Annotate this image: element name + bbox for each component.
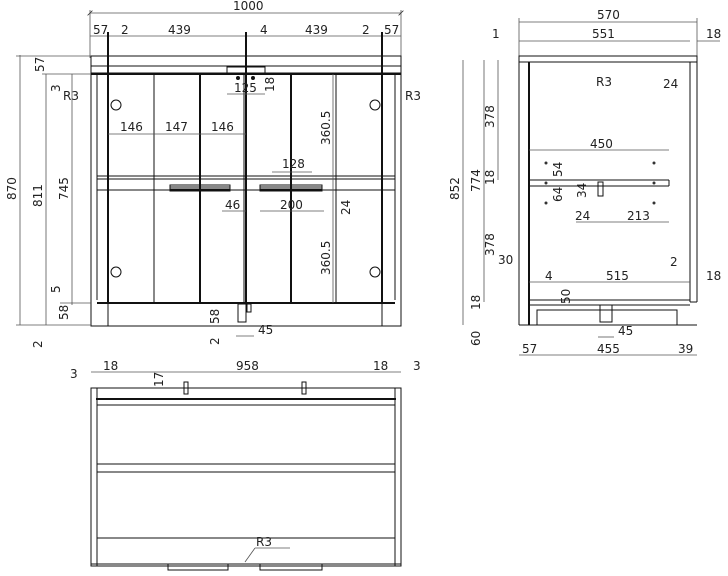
dim-top-right-small: 3 [413,359,421,373]
dim-bottom: 58 [57,305,71,320]
dim-bottom-inner: 515 [606,269,629,283]
dim-pin: 34 [575,183,589,198]
dim-left-edge: 57 [93,23,108,37]
dim-right-door: 439 [305,23,328,37]
dim-overall-height: 870 [5,177,19,200]
dim-side-foot-width: 45 [618,324,633,338]
dim-rail-h: 24 [339,200,353,215]
dim-foot-gap-left: 2 [31,340,45,348]
dim-front-setback: 57 [522,342,537,356]
dim-panel-w1: 146 [120,120,143,134]
top-view: 3 18 958 18 3 17 R3 [70,359,421,571]
dim-right-edge: 57 [384,23,399,37]
dim-side-height: 852 [448,177,462,200]
dim-hinge-h: 18 [263,77,277,92]
dim-side-body: 774 [469,169,483,192]
dim-bottom-small: 5 [49,285,63,293]
dim-top-offset: 17 [152,372,166,387]
dim-bottom-right-edge: 18 [706,269,721,283]
dim-overall-width: 1000 [233,0,264,13]
dim-left-door: 439 [168,23,191,37]
dim-side-base: 18 [469,295,483,310]
dim-side-upper: 378 [483,105,497,128]
dim-side-mid: 18 [483,170,497,185]
dim-pin-to-end: 213 [627,209,650,223]
dim-handle-spacing: 128 [282,157,305,171]
dim-bottom-left-small: 4 [545,269,553,283]
dim-center-gap: 4 [260,23,268,37]
dim-panel-w2: 147 [165,120,188,134]
dim-left-gap: 2 [121,23,129,37]
dim-body-height: 811 [31,184,45,207]
dim-foot-h: 58 [208,309,222,324]
dim-rail-height: 50 [559,289,573,304]
dim-top-inner: 958 [236,359,259,373]
dim-foot-gap: 2 [208,337,222,345]
dim-top-radius: R3 [256,535,272,549]
dim-side-lower: 378 [483,233,497,256]
dim-handle-offset: 46 [225,198,240,212]
dim-right-gap: 2 [362,23,370,37]
dim-plinth-width: 455 [597,342,620,356]
dim-side-inner: 551 [592,27,615,41]
hinge-cup-icon [110,266,122,278]
dim-hinge-plate: 125 [234,81,257,95]
dim-top-left-small: 3 [70,367,78,381]
dim-lower-h: 360.5 [319,241,333,275]
dim-hole-down: 64 [551,187,565,202]
dim-radius-left: R3 [63,89,79,103]
dim-panel-w3: 146 [211,120,234,134]
handle-right [259,184,323,192]
dim-side-right-edge: 18 [706,27,721,41]
side-view: 570 551 1 18 852 774 378 18 378 [448,8,721,356]
dim-bottom-right-small: 2 [670,255,678,269]
dim-back-setback: 39 [678,342,693,356]
front-view: 1000 57 2 439 4 439 2 57 [5,0,421,348]
dim-side-plinth: 60 [469,331,483,346]
dim-upper-h: 360.5 [319,111,333,145]
dim-hole-up: 54 [551,162,565,177]
dim-back-gap: 30 [498,253,513,267]
dim-side-top-right: 24 [663,77,678,91]
dim-top-right-panel: 18 [373,359,388,373]
dim-top-height: 57 [33,57,47,72]
dim-side-radius: R3 [596,75,612,89]
hinge-cup-icon [369,266,381,278]
dim-side-left-gap: 1 [492,27,500,41]
dim-top-small: 3 [49,84,63,92]
hinge-cup-icon [110,99,122,111]
dim-inner-height: 745 [57,177,71,200]
dim-foot-width: 45 [258,323,273,337]
dim-pin-width: 24 [575,209,590,223]
handle-left [169,184,231,192]
dim-top-left-panel: 18 [103,359,118,373]
hinge-cup-icon [369,99,381,111]
dim-radius-right: R3 [405,89,421,103]
dim-side-overall: 570 [597,8,620,22]
dim-handle-length: 200 [280,198,303,212]
dim-shelf-width: 450 [590,137,613,151]
